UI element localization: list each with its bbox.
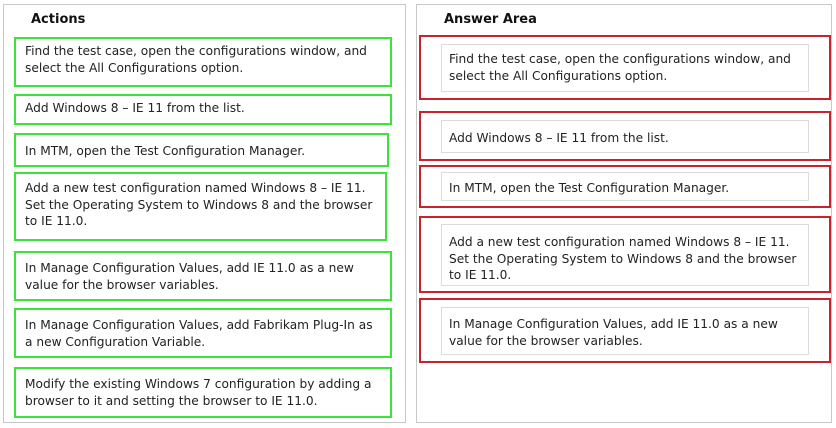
action-item-2[interactable]: Add Windows 8 – IE 11 from the list. (14, 94, 392, 125)
answer-area-panel: Answer Area Find the test case, open the… (416, 4, 832, 423)
action-item-6[interactable]: In Manage Configuration Values, add Fabr… (14, 308, 392, 358)
answer-item-1[interactable]: Find the test case, open the configurati… (441, 44, 809, 92)
actions-title: Actions (31, 12, 86, 27)
answer-slot-3[interactable]: In MTM, open the Test Configuration Mana… (419, 165, 831, 208)
action-item-7[interactable]: Modify the existing Windows 7 configurat… (14, 367, 392, 418)
answer-slot-1[interactable]: Find the test case, open the configurati… (419, 35, 831, 100)
answer-item-3[interactable]: In MTM, open the Test Configuration Mana… (441, 172, 809, 201)
answer-slot-4[interactable]: Add a new test configuration named Windo… (419, 216, 831, 293)
answer-area-title: Answer Area (444, 12, 537, 27)
answer-item-5[interactable]: In Manage Configuration Values, add IE 1… (441, 307, 809, 355)
answer-item-2[interactable]: Add Windows 8 – IE 11 from the list. (441, 120, 809, 153)
answer-slot-2[interactable]: Add Windows 8 – IE 11 from the list. (419, 111, 831, 161)
action-item-4[interactable]: Add a new test configuration named Windo… (14, 172, 387, 241)
action-item-3[interactable]: In MTM, open the Test Configuration Mana… (14, 133, 389, 167)
actions-panel: Actions Find the test case, open the con… (3, 4, 406, 423)
answer-slot-5[interactable]: In Manage Configuration Values, add IE 1… (419, 298, 831, 363)
action-item-5[interactable]: In Manage Configuration Values, add IE 1… (14, 251, 392, 301)
answer-item-4[interactable]: Add a new test configuration named Windo… (441, 224, 809, 286)
action-item-1[interactable]: Find the test case, open the configurati… (14, 37, 392, 87)
